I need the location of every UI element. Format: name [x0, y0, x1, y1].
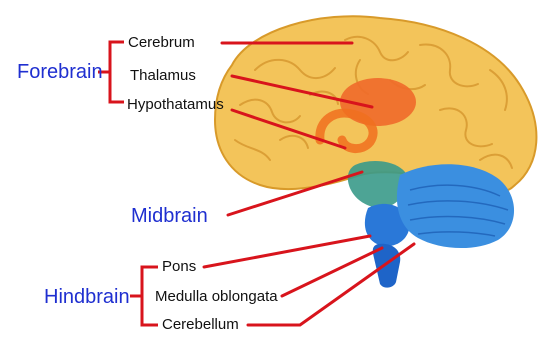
thalamus-label: Thalamus — [130, 67, 196, 85]
hindbrain-label: Hindbrain — [44, 285, 130, 309]
midbrain-label: Midbrain — [131, 204, 208, 228]
pons-label: Pons — [162, 258, 196, 276]
forebrain-label: Forebrain — [17, 60, 103, 84]
hypothalamus-label: Hypothatamus — [127, 96, 224, 114]
cerebellum-label: Cerebellum — [162, 316, 239, 334]
medulla-label: Medulla oblongata — [155, 288, 278, 306]
hindbrain-bracket — [130, 267, 158, 325]
pons-leader — [204, 236, 370, 267]
cerebrum-label: Cerebrum — [128, 34, 195, 52]
medulla-leader — [282, 248, 382, 296]
